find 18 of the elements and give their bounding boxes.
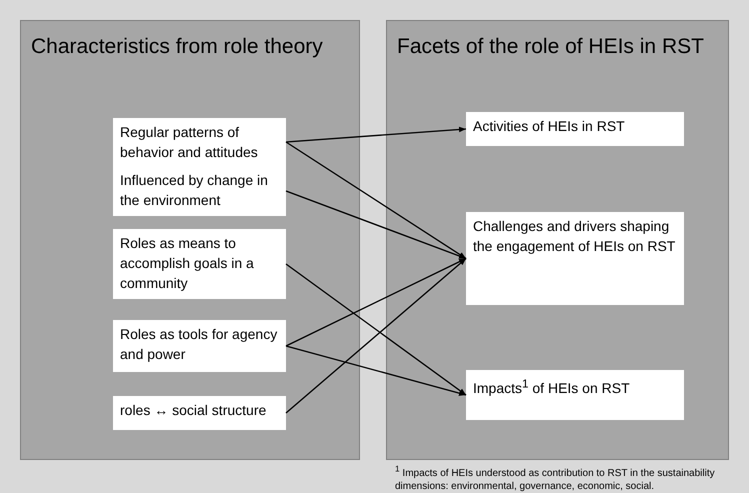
text-box: Challenges and drivers shaping the engagement of HEIs on RST — [466, 212, 684, 305]
panel-heading: Characteristics from role theory — [31, 35, 323, 59]
text-box: Roles as tools for agency and power — [113, 320, 286, 372]
text-box: Roles as means to accomplish goals in a community — [113, 229, 286, 299]
arrow — [286, 345, 466, 396]
group-panel — [386, 20, 729, 460]
text-box: Regular patterns of behavior and attitudes — [113, 118, 286, 166]
arrow — [286, 126, 466, 143]
arrow — [286, 258, 466, 347]
arrow — [286, 141, 466, 260]
text-box: Influenced by change in the environment — [113, 166, 286, 216]
arrow — [286, 190, 466, 260]
panel-heading: Facets of the role of HEIs in RST — [397, 35, 704, 59]
text-box: Impacts$^{1}$ of HEIs on RST — [466, 370, 684, 420]
text-box: Activities of HEIs in RST — [466, 112, 684, 146]
group-panel — [20, 20, 360, 460]
text-box: roles ↔ social structure — [113, 396, 286, 430]
footnote: $^{1}$ Impacts of HEIs understood as contribution to RST in the sustainability dimensions: environmental, governance, economic, social. — [395, 463, 716, 493]
